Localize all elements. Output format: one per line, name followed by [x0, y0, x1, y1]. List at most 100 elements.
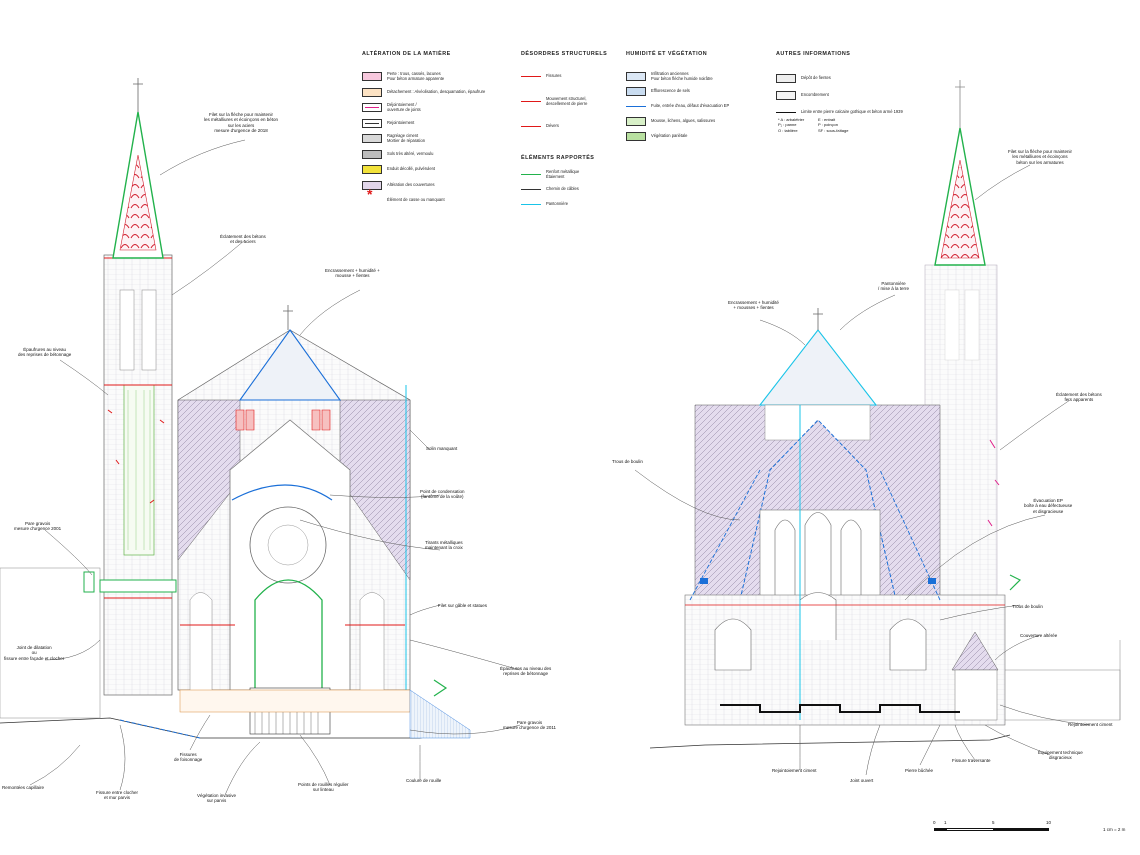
legend-label: Perte : trous, cassés, lacunes Pour béto… [387, 71, 445, 81]
legend-label: Fissures [546, 73, 562, 79]
legend-swatch [626, 72, 646, 82]
annotation-right-filet-fleche: Filet sur la flèche pour maintenir les m… [1008, 149, 1073, 165]
annotation-left-filet-fleche: Filet sur la flèche pour maintenir les m… [204, 112, 279, 133]
annotation-right-pantonniere: Pantonnière / mise à la terre [878, 281, 910, 292]
legend-item: Sols très altéré, vermoulu [362, 149, 434, 159]
legend-label: Détachement : Alvéolisation, desquamatio… [387, 88, 486, 94]
annotation-left-solin: Solin manquant [426, 446, 458, 451]
annotation-right-rejointoiement: Rejointoiement ciment [1068, 722, 1113, 727]
ground-line-right [649, 734, 1011, 749]
annotation-left-pare-gravois-2011: Pare gravois mesure d'urgence de 2011 [503, 720, 557, 731]
annotation-right-eclatement: Éclatement des bétons fers apparents [1056, 392, 1102, 403]
annotation-right-trous-boulin: Trous de boulin [612, 459, 643, 464]
legend-label: Mousse, lichens, algues, salissures [651, 118, 716, 124]
annotation-left-epaufrures-2: Épaufrures au niveau des reprises de bét… [500, 666, 552, 677]
legend-swatch [362, 118, 382, 128]
annotation-left-remontees: Remontées capillaire [2, 785, 45, 790]
legend-label: Déjointoiement / ouverture de joints [387, 102, 421, 112]
scale-tick-10: 10 [1046, 820, 1052, 825]
annotation-right-evacuation: Évacuation EP boîte à eau défectueuse et… [1024, 498, 1073, 514]
legend-item: Déjointoiement / ouverture de joints [362, 102, 421, 113]
annotation-left-condensation: Point de condensation (fantôme de la voû… [420, 489, 465, 500]
legend-item: Pantonnière [521, 200, 568, 209]
legend-abbrev-right: E : entrait P : poinçon SF : sous-faîtag… [818, 117, 849, 133]
legend-label: Mouvement structurel, descellement de pi… [546, 96, 588, 106]
annotation-right-pierre-buchee: Pierre bûchée [905, 768, 934, 773]
legend-item: Perte : trous, cassés, lacunes Pour béto… [362, 71, 445, 82]
legend-label: Infiltration anciennes Pour béton flèche… [651, 71, 713, 81]
legend-item: Infiltration anciennes Pour béton flèche… [626, 71, 713, 82]
legend-item: Chemin de câbles [521, 185, 579, 194]
scale-tick-0: 0 [933, 820, 936, 825]
legend-item: Rejointoiement [362, 118, 414, 128]
legend-label: Ragréage ciment Mortier de réparation [387, 133, 425, 143]
legend-item: Végétation pariétale [626, 132, 687, 141]
legend-heading-material: ALTÉRATION DE LA MATIÈRE [362, 51, 451, 57]
legend-label: Élément de casse ou manquant [387, 197, 445, 203]
annotation-left-fissures-foisonnage: Fissures de foisonnage [174, 752, 203, 763]
legend-swatch [776, 74, 796, 83]
annotation-left-epaufrures: Épaufrures au niveau des reprises de bét… [18, 347, 72, 358]
legend-label: Sols très altéré, vermoulu [387, 150, 434, 156]
legend-label: Renfort métallique Étaiement [546, 169, 580, 179]
legend-swatch [521, 97, 541, 106]
legend-item: Encombrement [776, 91, 829, 100]
legend-item: Efflorescence de sels [626, 87, 690, 96]
legend-label: Efflorescence de sels [651, 88, 690, 94]
annotation-right-joint-ouvert: Joint ouvert [850, 778, 874, 783]
legend-label: Végétation pariétale [651, 133, 688, 139]
legend-swatch [626, 102, 646, 111]
neighbour-building-left [0, 567, 101, 719]
legend-item: Limite entre pierre calcaire gothique et… [776, 108, 903, 117]
right-chevet [684, 308, 1022, 726]
annotation-left-rouilles: Points de rouilles régulier sur linteau [298, 782, 349, 793]
legend-swatch [626, 87, 646, 96]
annotation-left-vegetation: Végétation invasive sur parvis [197, 793, 237, 804]
legend-label: Altération des couvertures [387, 181, 435, 187]
legend-item: Détachement : Alvéolisation, desquamatio… [362, 87, 486, 97]
legend-swatch [521, 170, 541, 179]
legend-item: * Élément de casse ou manquant [362, 186, 445, 205]
legend-abbrev-left: * A : arbalétrier P₁ : panne O : tablièr… [778, 117, 805, 133]
leader-lines [29, 139, 1091, 796]
legend-swatch [362, 180, 382, 190]
scale-tick-1: 1 [944, 820, 947, 825]
legend-swatch [521, 72, 541, 81]
annotation-left-joint-dilatation: Joint de dilatation ou fissure entre faç… [4, 645, 65, 661]
legend-item: Altération des couvertures [362, 180, 435, 190]
legend-label: Enduit décollé, pulvérulent [387, 166, 436, 172]
annotation-right-encrassement: Encrassement + humidité + mousses + fien… [728, 300, 779, 311]
annotation-left-tirants: Tirants métalliques maintenant la croix [425, 540, 463, 551]
legend-label: Encombrement [801, 92, 829, 98]
scale-bar: 0 1 5 10 [933, 820, 1054, 836]
legend-label: Limite entre pierre calcaire gothique et… [801, 109, 903, 115]
legend-swatch [362, 87, 382, 97]
legend-item: Mousse, lichens, algues, salissures [626, 117, 715, 126]
left-bell-tower [83, 78, 177, 696]
legend-item: Renfort métallique Étaiement [521, 169, 580, 179]
annotation-left-filet-gable: Filet sur gâble et statues [438, 603, 488, 608]
neighbour-building-right [999, 669, 1121, 721]
legend-swatch [362, 72, 382, 82]
legend-heading-structural: DÉSORDRES STRUCTURELS [521, 51, 608, 57]
legend-swatch [521, 122, 541, 131]
legend-swatch: * [367, 186, 373, 202]
legend-item: Enduit décollé, pulvérulent [362, 165, 435, 174]
scale-tick-5: 5 [992, 820, 995, 825]
annotation-right-equipement: Équipement technique disgracieux [1038, 750, 1083, 761]
legend-heading-added-elements: ÉLÉMENTS RAPPORTÉS [521, 155, 595, 161]
legend-swatch [362, 134, 382, 144]
legend-label: Dévers [546, 123, 559, 129]
legend-swatch [521, 185, 541, 194]
legend-swatch [362, 165, 382, 174]
legend-item: Mouvement structurel, descellement de pi… [521, 96, 588, 106]
legend-swatch [776, 91, 796, 100]
legend-heading-humidity: HUMIDITÉ ET VÉGÉTATION [626, 51, 708, 57]
legend-item: Ragréage ciment Mortier de réparation [362, 133, 425, 144]
legend-item: Dévers [521, 122, 559, 131]
annotation-left-eclatement: Éclatement des bétons et des aciers [220, 234, 266, 245]
annotation-left-pare-gravois: Pare gravois mesure d'urgence 2001 [14, 521, 62, 532]
annotation-right-trous-boulin-2: Trous de boulin [1012, 604, 1043, 609]
legend-label: Fuite, entrée d'eau, défaut d'évacuation… [651, 103, 730, 109]
